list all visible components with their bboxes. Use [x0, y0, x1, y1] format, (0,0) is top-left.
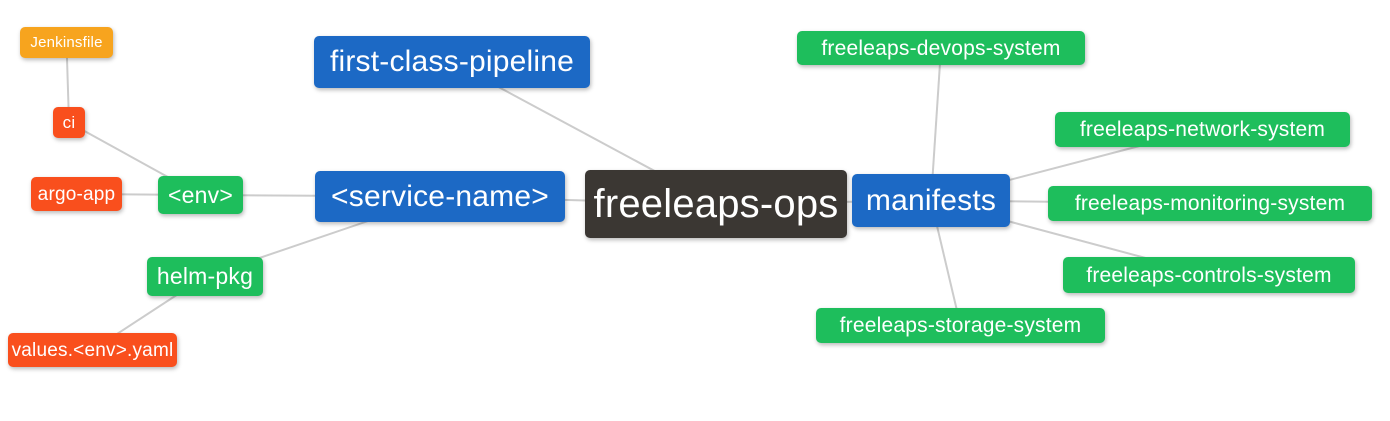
- node-argo-app[interactable]: argo-app: [31, 177, 122, 211]
- node-env[interactable]: <env>: [158, 176, 243, 214]
- node-label: freeleaps-network-system: [1079, 118, 1326, 141]
- node-freeleaps-ops[interactable]: freeleaps-ops: [585, 170, 847, 238]
- node-label: first-class-pipeline: [329, 45, 575, 78]
- node-helm-pkg[interactable]: helm-pkg: [147, 257, 263, 296]
- node-label: freeleaps-ops: [593, 182, 839, 226]
- node-jenkinsfile[interactable]: Jenkinsfile: [20, 27, 113, 58]
- node-manifests[interactable]: manifests: [852, 174, 1010, 227]
- node-ci[interactable]: ci: [53, 107, 85, 138]
- node-label: <service-name>: [331, 179, 549, 213]
- node-label: helm-pkg: [156, 263, 254, 289]
- node-first-class-pipeline[interactable]: first-class-pipeline: [314, 36, 590, 88]
- node-label: freeleaps-controls-system: [1086, 263, 1332, 287]
- node-label: Jenkinsfile: [30, 34, 103, 51]
- node-label: argo-app: [37, 183, 116, 205]
- node-label: ci: [62, 113, 76, 132]
- node-label: <env>: [168, 181, 233, 208]
- node-network-system[interactable]: freeleaps-network-system: [1055, 112, 1350, 147]
- node-monitoring-system[interactable]: freeleaps-monitoring-system: [1048, 186, 1372, 221]
- node-controls-system[interactable]: freeleaps-controls-system: [1063, 257, 1355, 293]
- node-values-env-yaml[interactable]: values.<env>.yaml: [8, 333, 177, 367]
- node-devops-system[interactable]: freeleaps-devops-system: [797, 31, 1085, 65]
- node-storage-system[interactable]: freeleaps-storage-system: [816, 308, 1105, 343]
- node-label: manifests: [865, 183, 997, 217]
- node-label: values.<env>.yaml: [11, 339, 174, 361]
- node-service-name[interactable]: <service-name>: [315, 171, 565, 222]
- node-label: freeleaps-devops-system: [821, 36, 1061, 60]
- node-label: freeleaps-monitoring-system: [1074, 192, 1346, 215]
- node-label: freeleaps-storage-system: [839, 314, 1082, 337]
